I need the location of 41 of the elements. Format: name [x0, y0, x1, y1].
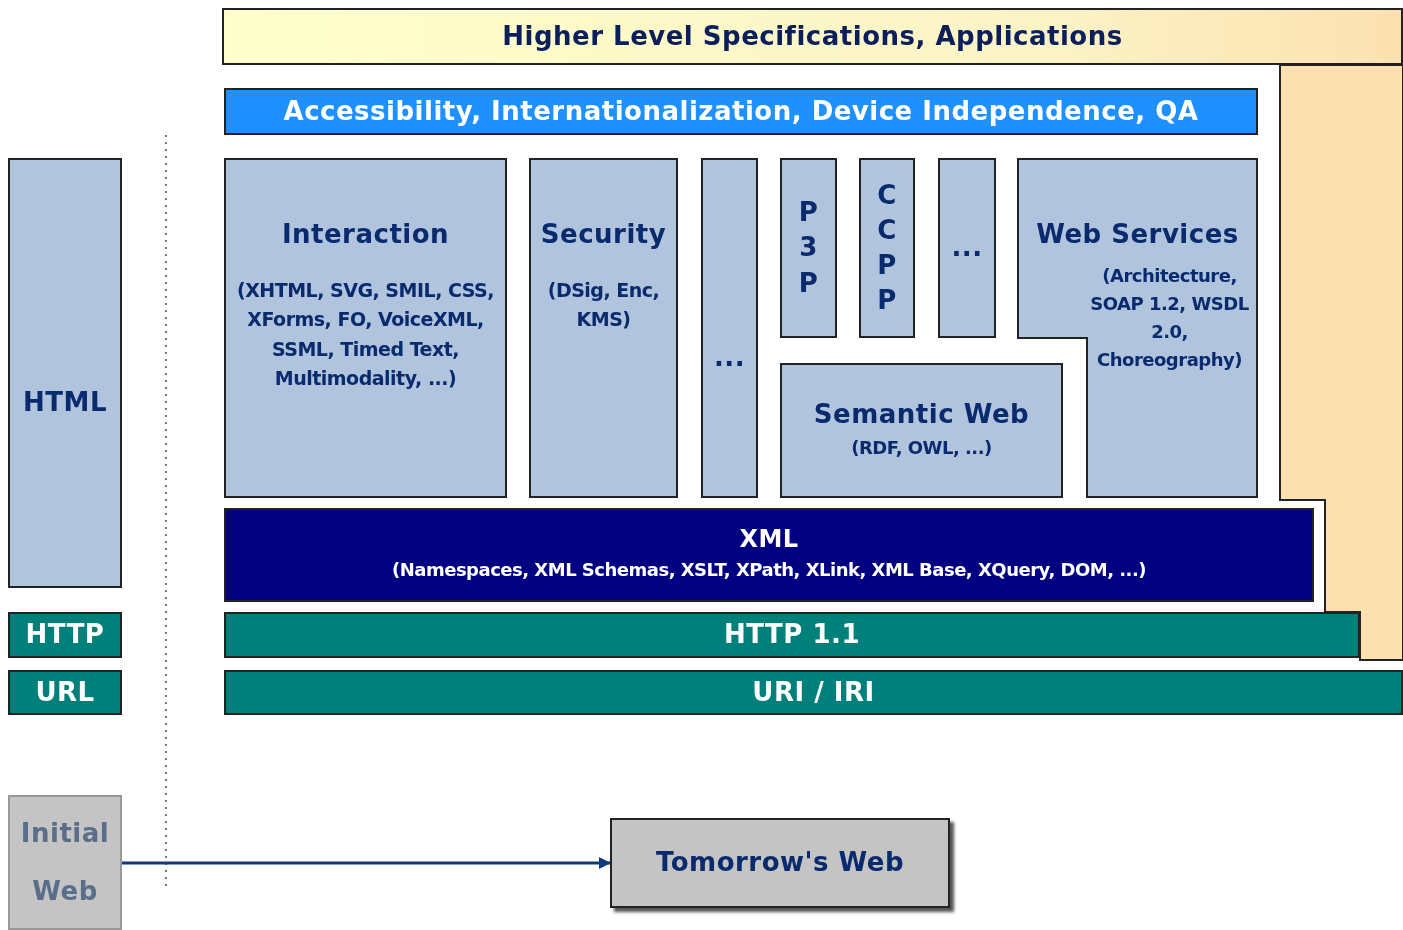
layer-title: Web Services — [1036, 220, 1239, 250]
spec-box — [780, 158, 837, 338]
layer-title: XML — [739, 526, 799, 554]
layer-title: HTTP 1.1 — [724, 620, 860, 650]
layer-band — [8, 670, 122, 715]
layer-title: P3P — [797, 196, 820, 300]
layer-band — [224, 508, 1314, 602]
spec-box — [701, 158, 758, 498]
layer-title: Accessibility, Internationalization, Device Independence, QA — [283, 96, 1199, 127]
layer-band — [224, 612, 1360, 658]
layer-title: HTML — [23, 388, 107, 418]
layer-title: URL — [35, 677, 95, 708]
layer-band — [224, 88, 1258, 135]
layer-title: Semantic Web — [813, 399, 1030, 430]
layer-title: ... — [951, 233, 983, 263]
layer-title: HTTP — [25, 620, 105, 650]
web-box — [610, 818, 950, 908]
layer-title: Interaction — [281, 220, 450, 250]
layer-band — [222, 8, 1403, 65]
spec-box — [224, 158, 507, 498]
spec-box — [938, 158, 996, 338]
layer-title: URI / IRI — [752, 677, 875, 708]
spec-list: (Architecture, SOAP 1.2, WSDL 2.0, Choreography) — [1021, 261, 1254, 374]
spec-box — [859, 158, 915, 338]
spec-list: (RDF, OWL, ...) — [851, 433, 992, 462]
spec-box — [8, 158, 122, 588]
layer-title: ... — [713, 343, 746, 373]
spec-box — [529, 158, 678, 498]
layer-band — [224, 670, 1403, 715]
web-box — [8, 795, 122, 930]
layer-title: Tomorrow's Web — [655, 848, 905, 878]
arrow — [122, 857, 611, 869]
layer-title: CCPP — [876, 178, 898, 318]
spec-list: (Namespaces, XML Schemas, XSLT, XPath, XLink, XML Base, XQuery, DOM, ...) — [392, 555, 1146, 584]
layer-title: Initial Web — [19, 817, 111, 908]
layer-title: Security — [540, 220, 667, 250]
layer-band — [8, 612, 122, 658]
spec-box — [780, 363, 1063, 498]
spec-list: (DSig, Enc, KMS) — [537, 275, 670, 335]
spec-list: (XHTML, SVG, SMIL, CSS, XForms, FO, VoiceXML, SSML, Timed Text, Multimodality, ...) — [232, 275, 499, 394]
layer-title: Higher Level Specifications, Applications — [502, 21, 1123, 52]
